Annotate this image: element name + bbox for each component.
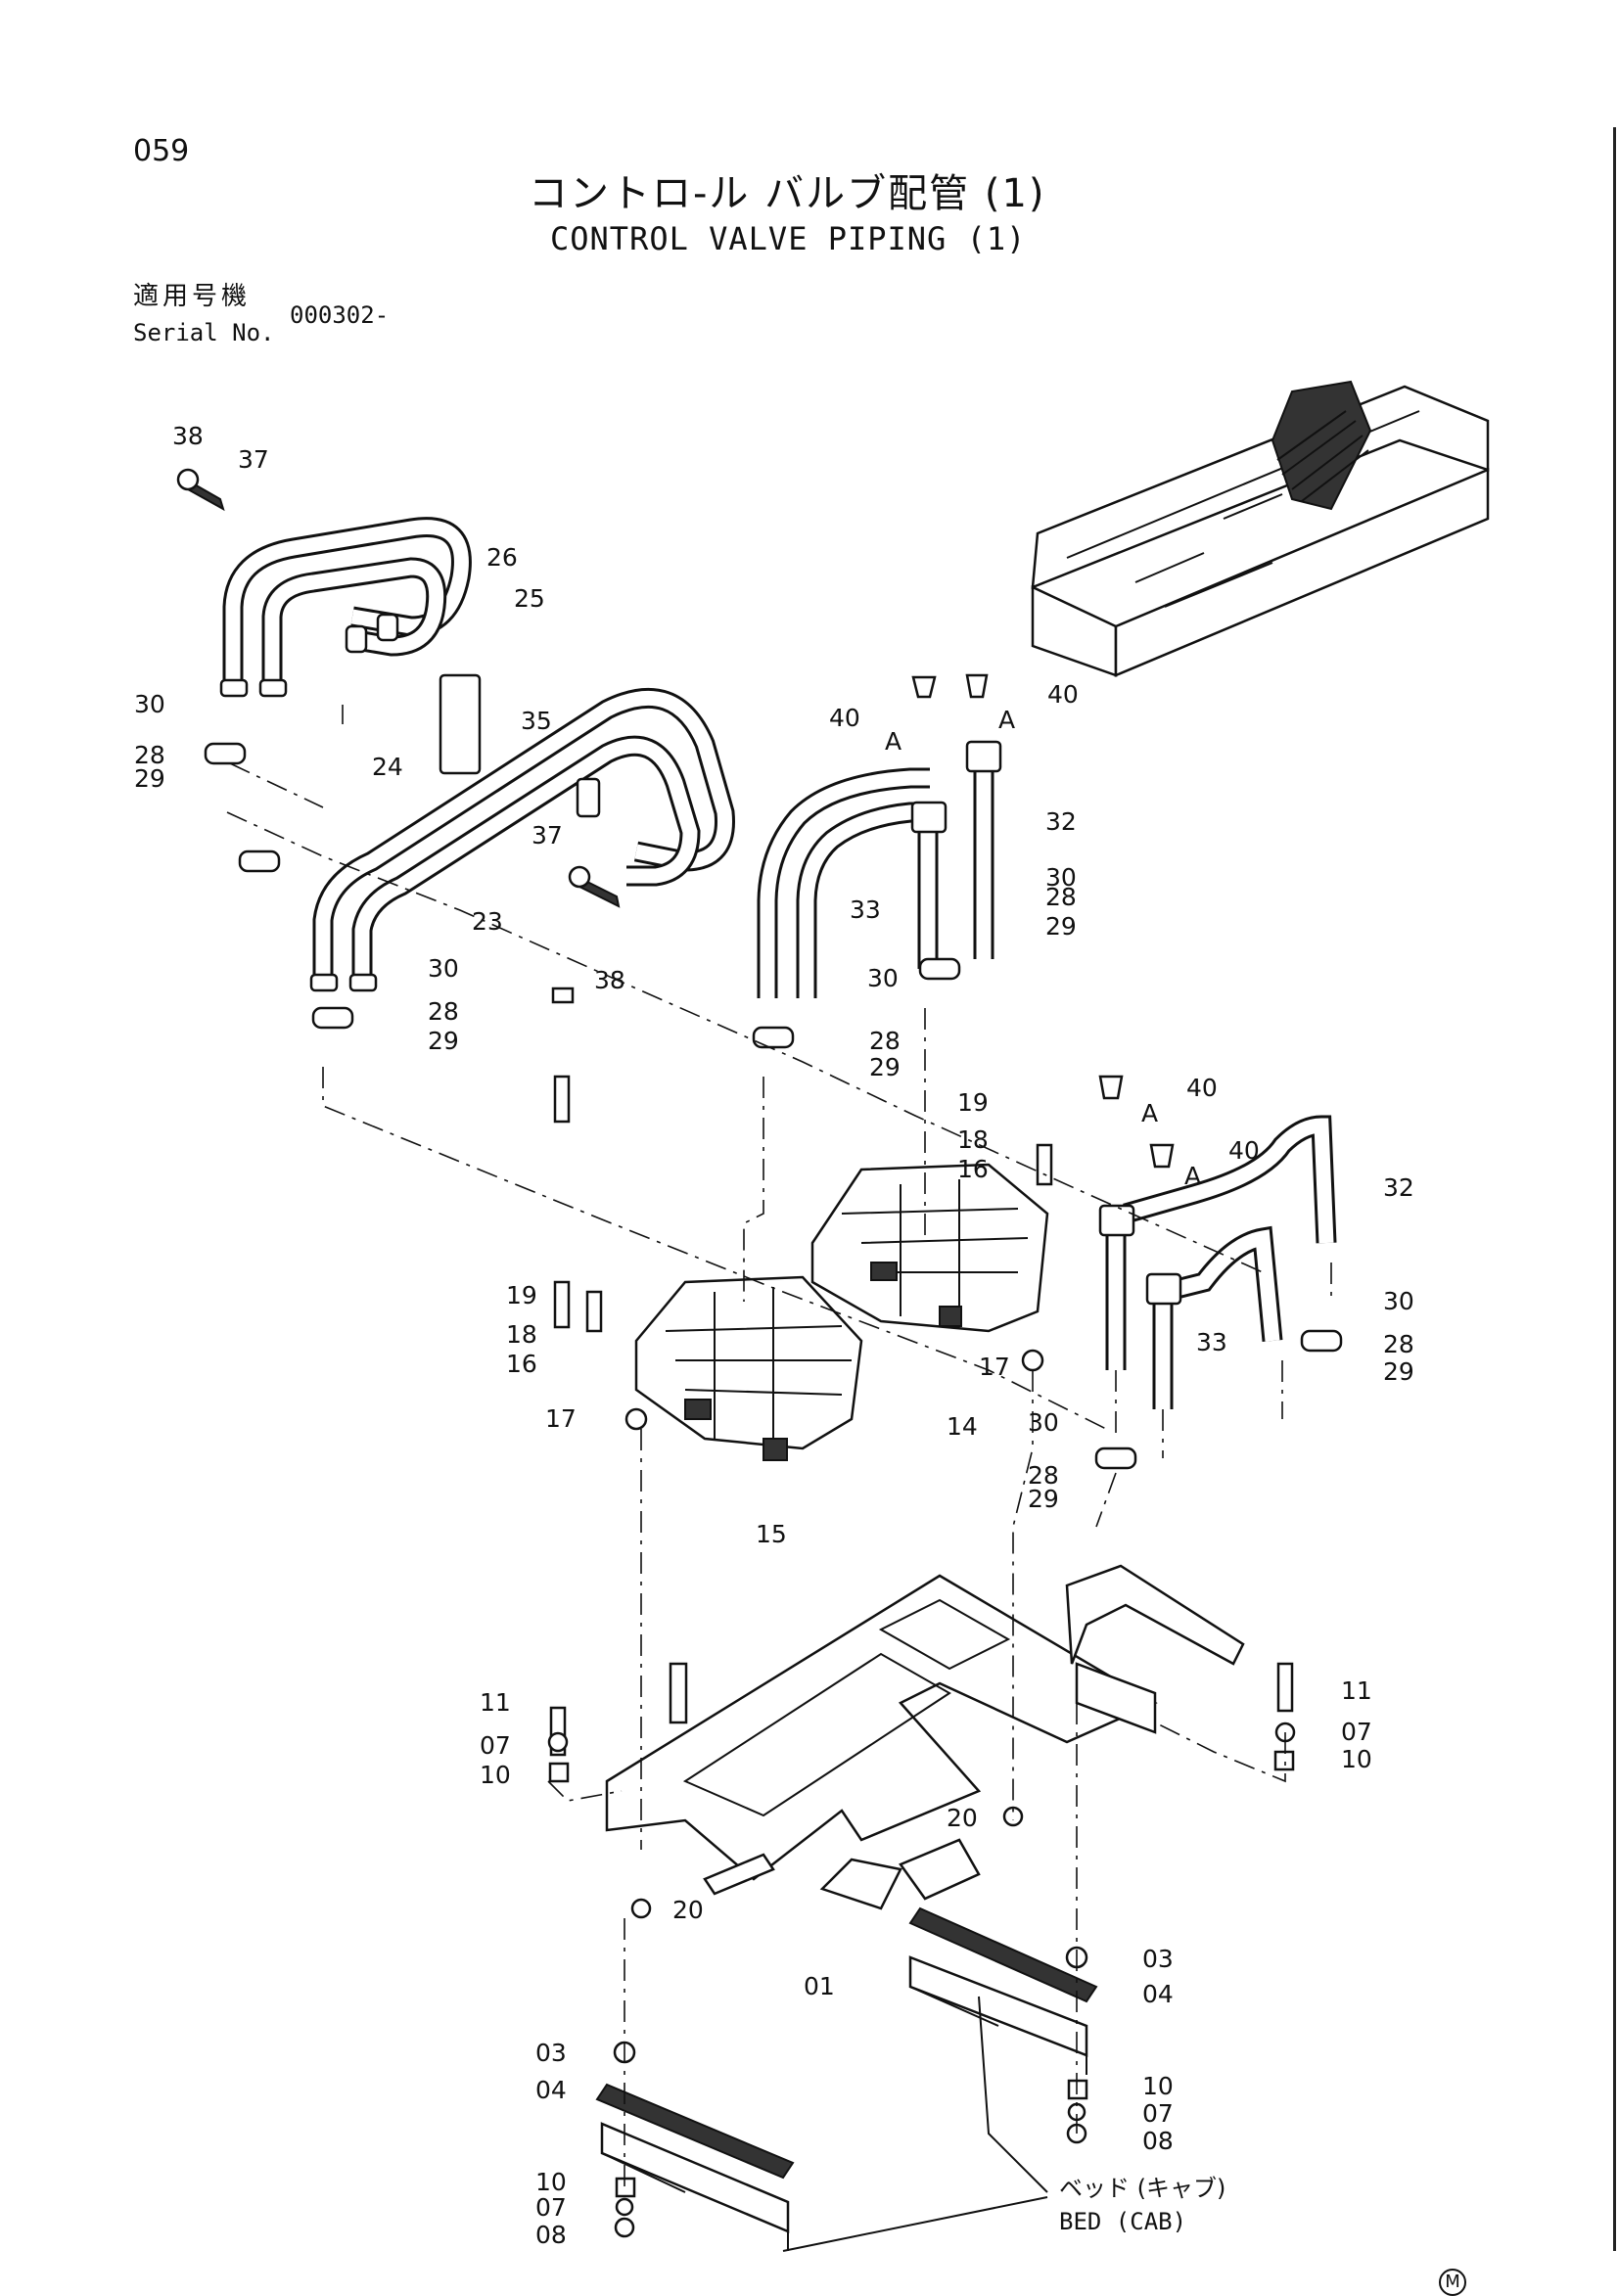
callout-label: A — [885, 727, 901, 756]
callout-label: 30 — [867, 964, 899, 992]
callout-label: 18 — [506, 1320, 537, 1349]
callout-label: 33 — [1196, 1328, 1227, 1356]
bed-leader-lines — [782, 1996, 1048, 2252]
callout-label: 08 — [1142, 2127, 1174, 2155]
title-japanese: コントロ-ル バルブ配管 (1) — [529, 171, 1046, 216]
callout-label: 07 — [1341, 1718, 1372, 1746]
control-valve-15 — [634, 1275, 863, 1461]
callout-label: 35 — [521, 707, 552, 735]
callout-label: 38 — [172, 422, 204, 450]
callout-label: 29 — [428, 1027, 459, 1055]
pipe-group-middle-left — [309, 673, 735, 992]
valve-frame-01 — [605, 1564, 1245, 1910]
callout-label: 40 — [1186, 1074, 1218, 1102]
callout-label: 03 — [535, 2039, 567, 2067]
callout-label: 24 — [372, 753, 403, 781]
pipe-group-lower-right — [1098, 1115, 1337, 1409]
callout-label: 26 — [486, 543, 518, 572]
callout-label: 15 — [756, 1520, 787, 1548]
callout-label: A — [1141, 1099, 1158, 1127]
callout-label: 38 — [594, 966, 625, 994]
callout-label: 29 — [1383, 1357, 1414, 1386]
serial-label-english: Serial No. — [133, 319, 275, 346]
pipe-group-upper-left — [219, 517, 472, 698]
callout-label: 30 — [1028, 1408, 1059, 1437]
bed-label-japanese: ベッド (キャブ) — [1059, 2175, 1226, 2202]
callout-label: 28 — [1045, 883, 1077, 911]
title-english: CONTROL VALVE PIPING (1) — [550, 220, 1027, 257]
serial-number-value: 000302- — [290, 301, 390, 329]
pipe-group-upper-right — [757, 740, 1002, 998]
callout-label: 30 — [134, 690, 165, 718]
callout-label: 29 — [1045, 912, 1077, 941]
m-mark-symbol: M — [1439, 2269, 1466, 2296]
callout-label: 20 — [947, 1804, 978, 1832]
callout-label: 33 — [850, 895, 881, 924]
callout-label: 19 — [957, 1088, 989, 1117]
callout-label: 04 — [1142, 1980, 1174, 2008]
serial-label-japanese: 適用号機 — [133, 282, 252, 311]
callout-label: 23 — [472, 907, 503, 936]
control-valve-14 — [810, 1163, 1049, 1333]
callout-label: 07 — [1142, 2099, 1174, 2128]
callout-label: 07 — [535, 2193, 567, 2222]
callout-label: 10 — [535, 2168, 567, 2196]
callout-label: 11 — [1341, 1676, 1372, 1705]
bed-rail-04-right — [908, 1906, 1098, 2075]
callout-label: 37 — [238, 445, 269, 474]
callout-label: 10 — [1341, 1745, 1372, 1773]
callout-label: 17 — [545, 1404, 577, 1433]
callout-label: 20 — [672, 1896, 704, 1924]
callout-label: 29 — [869, 1053, 901, 1081]
callout-label: 03 — [1142, 1945, 1174, 1973]
cab-bed-thumbnail — [1031, 380, 1490, 677]
callout-label: 07 — [480, 1731, 511, 1760]
callout-label: 28 — [869, 1027, 901, 1055]
assembly-lines — [226, 705, 1332, 2192]
callout-label: 19 — [506, 1281, 537, 1309]
callout-label: 10 — [480, 1761, 511, 1789]
bed-rail-04-left — [595, 2083, 795, 2251]
callout-label: 30 — [428, 954, 459, 983]
callout-label: 01 — [804, 1972, 835, 2000]
callout-label: 17 — [979, 1353, 1010, 1381]
callout-label: A — [998, 706, 1015, 734]
callout-label: 16 — [506, 1350, 537, 1378]
callout-label: 04 — [535, 2076, 567, 2104]
callout-label: 16 — [957, 1155, 989, 1183]
callout-label: 32 — [1045, 807, 1077, 836]
callout-label: 28 — [134, 741, 165, 769]
callout-label: 30 — [1045, 863, 1077, 892]
callout-label: 32 — [1383, 1173, 1414, 1202]
callout-label: 28 — [428, 997, 459, 1026]
callout-label: 30 — [1383, 1287, 1414, 1315]
callout-label: 29 — [1028, 1485, 1059, 1513]
callout-label: 11 — [480, 1688, 511, 1717]
callout-label: A — [1184, 1162, 1201, 1190]
callout-label: 37 — [532, 821, 563, 850]
callout-labels: 38 37 26 25 30 35 28 29 24 37 23 38 30 2… — [134, 422, 1414, 2249]
page-number: 059 — [133, 134, 190, 168]
callout-label: 28 — [1028, 1461, 1059, 1490]
callout-label: 25 — [514, 584, 545, 613]
fasteners — [176, 468, 1343, 2238]
callout-label: 40 — [1047, 680, 1079, 709]
callout-label: 08 — [535, 2221, 567, 2249]
callout-label: 14 — [947, 1412, 978, 1441]
callout-label: 28 — [1383, 1330, 1414, 1358]
callout-label: 40 — [1228, 1136, 1260, 1165]
bed-label-english: BED (CAB) — [1059, 2208, 1187, 2235]
page-border-rule — [1613, 127, 1616, 2251]
callout-label: 29 — [134, 764, 165, 793]
callout-label: 10 — [1142, 2072, 1174, 2100]
callout-label: 40 — [829, 704, 860, 732]
callout-label: 18 — [957, 1125, 989, 1154]
